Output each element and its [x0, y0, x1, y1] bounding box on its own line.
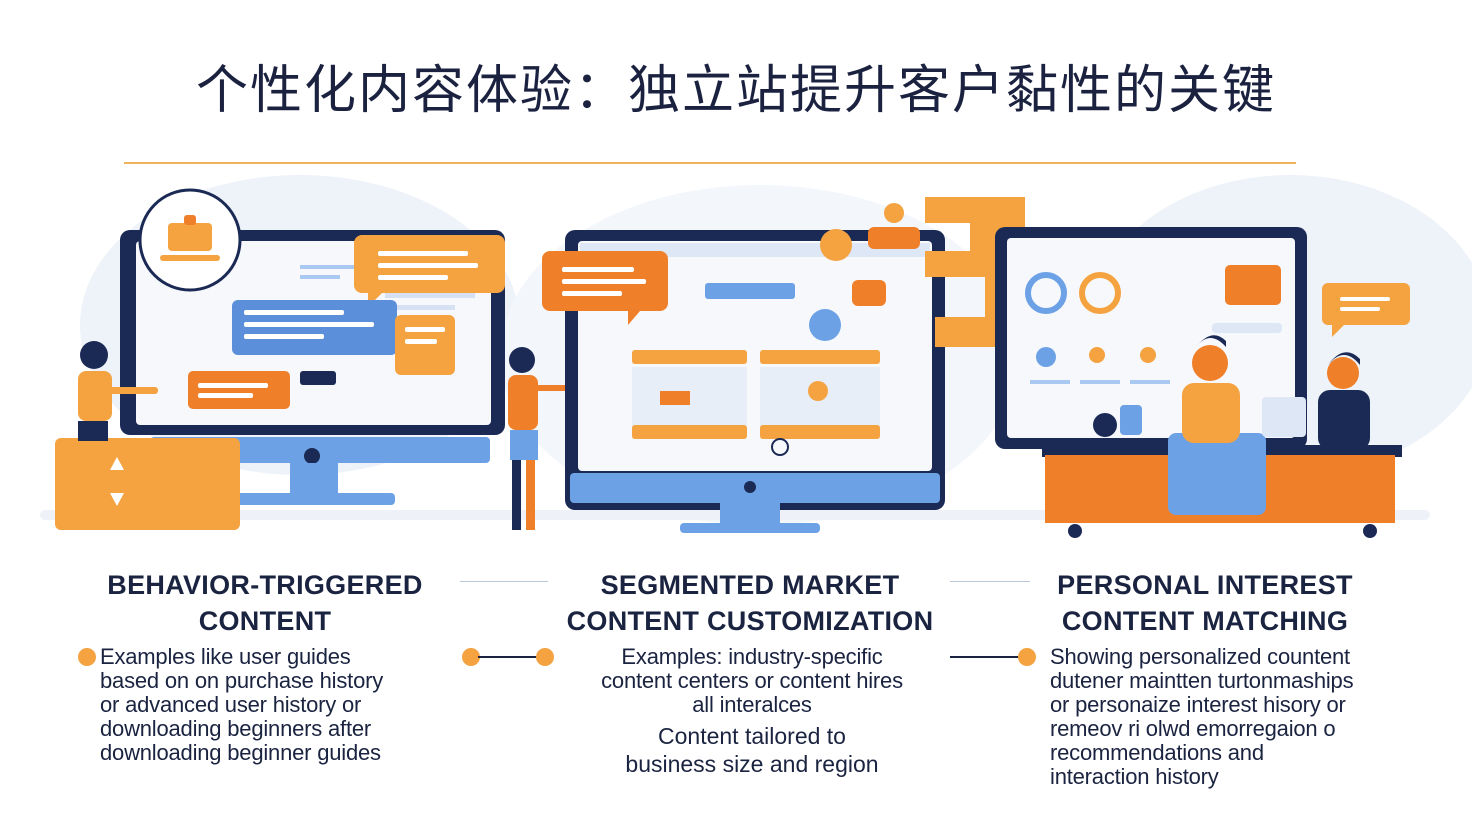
description-line: remeov ri olwd emorregaion o: [1050, 716, 1336, 741]
chat-bubble-icon: [542, 251, 668, 325]
connector-line: [950, 656, 1020, 658]
description-line: Examples like user guides: [100, 644, 351, 669]
description-line: downloading beginners after: [100, 716, 372, 741]
behavior-triggered-description: Examples like user guides based on on pu…: [100, 645, 470, 765]
description-line: downloading beginner guides: [100, 740, 381, 765]
description-line: all interalces: [692, 692, 812, 717]
description-line: or advanced user history or: [100, 692, 362, 717]
personal-interest-description: Showing personalized countent dutener ma…: [1050, 645, 1410, 789]
connector-line: [478, 656, 538, 658]
description-line: based on on purchase history: [100, 668, 384, 693]
divider-line: [950, 581, 1030, 582]
heading-line: CONTENT CUSTOMIZATION: [566, 606, 934, 636]
connector-dot: [1018, 648, 1036, 666]
subnote-line: Content tailored to: [658, 723, 846, 749]
heading-line: SEGMENTED MARKET: [600, 570, 900, 600]
personal-interest-heading: PERSONAL INTEREST CONTENT MATCHING: [1030, 567, 1380, 639]
behavior-triggered-heading: BEHAVIOR-TRIGGERED CONTENT: [80, 567, 450, 639]
title-divider: [124, 162, 1296, 164]
subnote-line: business size and region: [625, 751, 879, 777]
description-line: or personaize interest hisory or: [1050, 692, 1346, 717]
connector-dot: [462, 648, 480, 666]
segmented-market-description: Examples: industry-specific content cent…: [562, 645, 942, 717]
heading-line: BEHAVIOR-TRIGGERED: [107, 570, 423, 600]
hero-illustration: [40, 175, 1472, 538]
monitor-icon: [995, 227, 1307, 449]
segmented-market-subnote: Content tailored to business size and re…: [562, 722, 942, 778]
chat-bubble-icon: [1225, 265, 1410, 337]
divider-line: [460, 581, 548, 582]
description-line: Showing personalized countent: [1050, 644, 1350, 669]
description-line: dutener maintten turtonmaships: [1050, 668, 1354, 693]
connector-dot: [536, 648, 554, 666]
person-icon: [1182, 335, 1370, 450]
chart-icon: [1042, 405, 1402, 538]
segmented-market-heading: SEGMENTED MARKET CONTENT CUSTOMIZATION: [555, 567, 945, 639]
heading-line: CONTENT: [198, 606, 332, 636]
trophy-icon: [138, 188, 242, 292]
description-line: Examples: industry-specific: [621, 644, 883, 669]
chat-bubble-icon: [55, 235, 505, 530]
description-line: content centers or content hires: [601, 668, 903, 693]
person-icon: [78, 341, 158, 441]
description-line: interaction history: [1050, 764, 1219, 789]
heading-line: PERSONAL INTEREST: [1057, 570, 1353, 600]
heading-line: CONTENT MATCHING: [1061, 606, 1349, 636]
person-icon: [508, 347, 577, 530]
description-line: recommendations and: [1050, 740, 1264, 765]
bullet-dot: [78, 648, 96, 666]
page-title: 个性化内容体验：独立站提升客户黏性的关键: [195, 61, 1276, 121]
